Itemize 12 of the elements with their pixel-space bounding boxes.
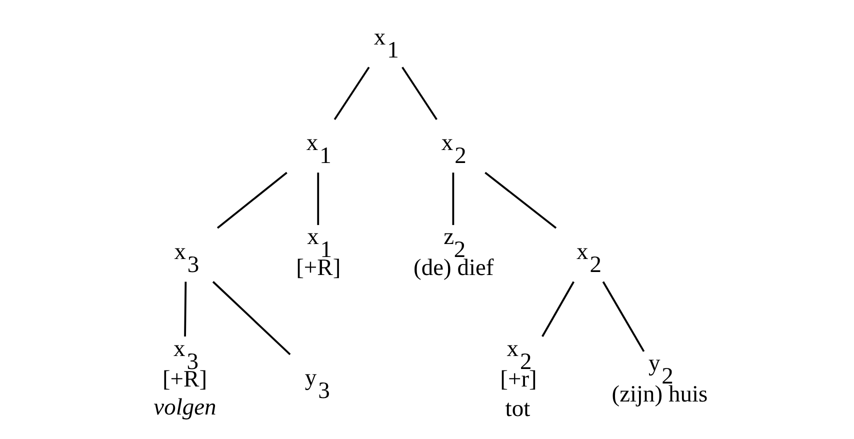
connector xyxy=(184,282,186,337)
connector xyxy=(452,172,454,226)
connector xyxy=(484,172,556,229)
connector xyxy=(212,281,290,356)
connector xyxy=(333,66,370,120)
node-label: volgen xyxy=(153,394,216,420)
node-label: tot xyxy=(504,396,530,422)
connector xyxy=(602,281,644,352)
connector xyxy=(216,172,287,229)
connector xyxy=(541,281,574,337)
connector xyxy=(401,66,437,120)
connector xyxy=(316,172,319,226)
